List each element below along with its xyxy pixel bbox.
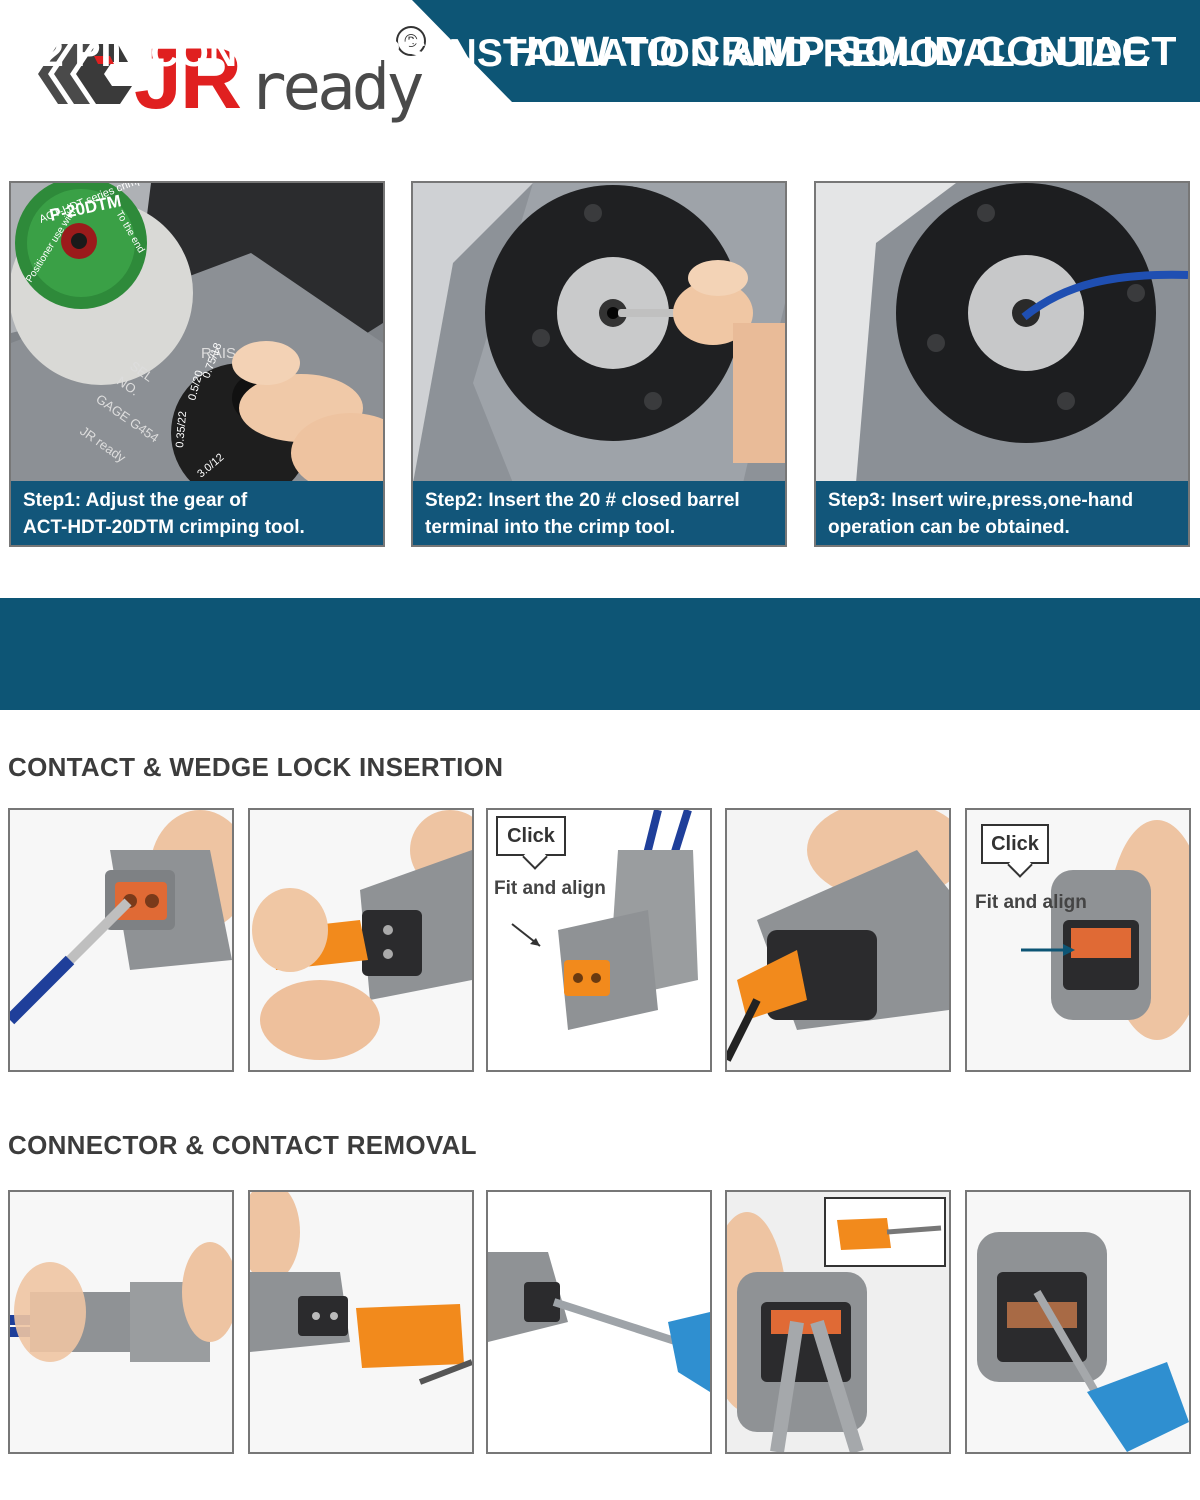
insert-wedge-photo [250, 810, 472, 1070]
logo-brand-text: JR [134, 31, 242, 127]
dial-value-3: 0.35/22 [174, 411, 189, 449]
step-1-caption: Step1: Adjust the gear of ACT-HDT-20DTM … [11, 481, 383, 545]
separate-connector-photo [10, 1192, 232, 1452]
step-card-1: ACT-HDT series crimp tool P-20DTM To the… [9, 181, 385, 547]
header-banner [412, 0, 1200, 102]
insertion-heading: CONTACT & WEDGE LOCK INSERTION [8, 752, 504, 782]
insertion-tile-1 [8, 808, 234, 1072]
remove-wedge-photo [250, 1192, 472, 1452]
fit-align-connector-photo [488, 810, 710, 1070]
raise-label: RAIS [201, 345, 236, 362]
step-3-caption-line-1: Step3: Insert wire,press,one-hand [828, 490, 1134, 511]
release-contact-photo [967, 1192, 1189, 1452]
brand-logo: JR ready ® [34, 24, 434, 124]
logo-suffix-text: ready [248, 51, 425, 125]
insert-wire-photo [816, 183, 1188, 483]
removal-heading: CONNECTOR & CONTACT REMOVAL [8, 1130, 477, 1160]
insertion-tile-2 [248, 808, 474, 1072]
insertion-tile-5: Click Fit and align [965, 808, 1191, 1072]
page-title: HOW TO CRIMP SOLID CONTACT [508, 28, 1177, 74]
click-bubble: Click [496, 816, 566, 856]
insertion-tile-4 [725, 808, 951, 1072]
insertion-tile-3: Click Fit and align [486, 808, 712, 1072]
guide-banner [0, 598, 1200, 710]
step-3-caption: Step3: Insert wire,press,one-hand operat… [816, 481, 1188, 545]
pliers-remove-wedge-photo [727, 1192, 949, 1452]
fit-align-label: Fit and align [494, 878, 606, 899]
step-card-3: Step3: Insert wire,press,one-hand operat… [814, 181, 1190, 547]
removal-tile-2 [248, 1190, 474, 1454]
insert-terminal-photo [413, 183, 785, 483]
registered-mark: ® [396, 26, 426, 56]
removal-tile-4 [725, 1190, 951, 1454]
screwdriver-release-photo [488, 1192, 710, 1452]
click-bubble: Click [981, 824, 1049, 864]
removal-tile-1 [8, 1190, 234, 1454]
removal-tile-3 [486, 1190, 712, 1454]
logo-mark-icon [38, 44, 132, 104]
step-card-2: Step2: Insert the 20 # closed barrel ter… [411, 181, 787, 547]
step-1-caption-line-1: Step1: Adjust the gear of [23, 490, 248, 511]
fit-align-label: Fit and align [975, 892, 1087, 913]
press-wedge-photo [727, 810, 949, 1070]
insert-contact-photo [10, 810, 232, 1070]
step-3-caption-line-2: operation can be obtained. [828, 517, 1070, 538]
removal-tile-5 [965, 1190, 1191, 1454]
crimp-tool-gear-photo: ACT-HDT series crimp tool P-20DTM To the… [11, 183, 383, 483]
step-1-caption-line-2: ACT-HDT-20DTM crimping tool. [23, 517, 305, 538]
step-2-caption-line-2: terminal into the crimp tool. [425, 517, 676, 538]
guide-title: 2 PIN CONNECTORS INSTALLATION AND REMOVA… [42, 32, 1149, 75]
step-2-caption-line-1: Step2: Insert the 20 # closed barrel [425, 490, 740, 511]
step-2-caption: Step2: Insert the 20 # closed barrel ter… [413, 481, 785, 545]
